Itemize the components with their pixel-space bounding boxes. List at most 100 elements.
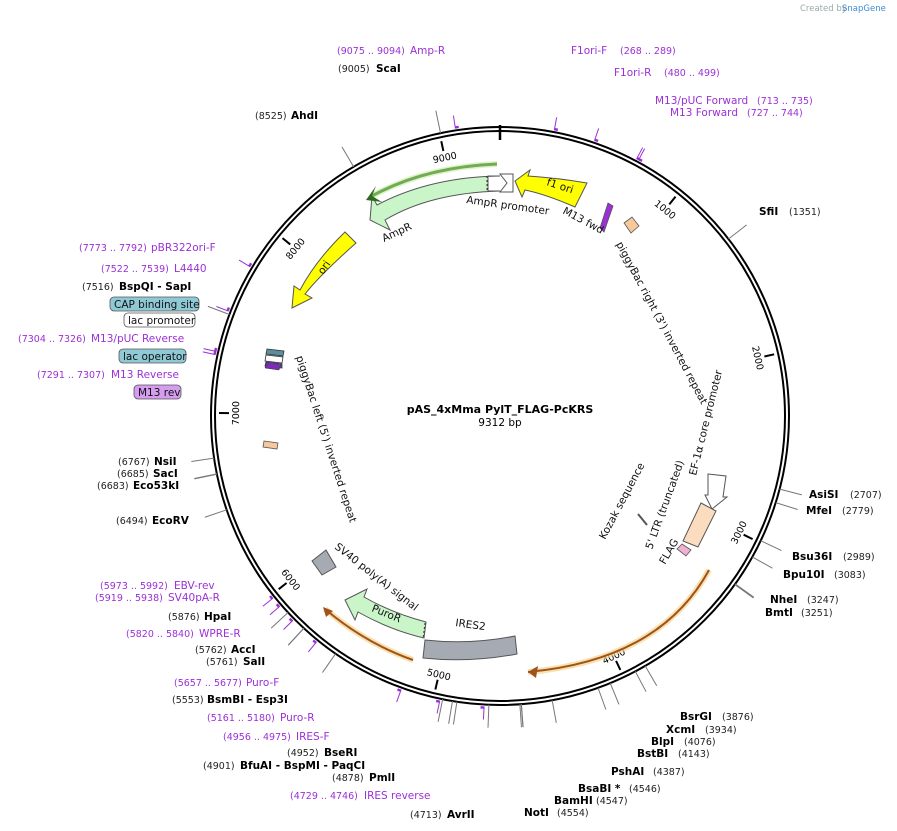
- svg-text:lac operator: lac operator: [123, 351, 187, 363]
- primer-m13-puc-forward[interactable]: M13/pUC Forward(713 .. 735): [655, 95, 813, 107]
- feature-ampr-promoter[interactable]: [498, 173, 514, 193]
- site-avrii[interactable]: (4713)AvrII: [410, 809, 475, 821]
- feature-ef1a-core-promoter[interactable]: [704, 473, 729, 510]
- feature-5ltr-truncated[interactable]: [682, 502, 717, 548]
- site-sali[interactable]: (5761)SalI: [206, 656, 265, 668]
- feature-ires2[interactable]: [422, 635, 518, 661]
- site-bsmbi[interactable]: (5553)BsmBI - Esp3I: [172, 694, 288, 706]
- primer-ires-reverse[interactable]: (4729 .. 4746)IRES reverse: [290, 790, 431, 802]
- primer-mark: [435, 699, 440, 703]
- site-bsu36i[interactable]: Bsu36I(2989): [792, 551, 875, 563]
- site-ahdi[interactable]: (8525)AhdI: [255, 110, 318, 122]
- feature-kozak[interactable]: [637, 513, 648, 526]
- svg-text:IRES-F: IRES-F: [296, 731, 330, 743]
- puror-orf-arrowhead: [323, 607, 333, 617]
- svg-text:BamHI: BamHI: [554, 795, 593, 807]
- label-m13-fwd: M13 fwd: [561, 205, 606, 237]
- site-blpi[interactable]: BlpI(4076): [651, 736, 716, 748]
- primer-ebv-rev[interactable]: (5973 .. 5992)EBV-rev: [100, 580, 215, 592]
- svg-text:(9005): (9005): [338, 64, 370, 75]
- primer-amp-r[interactable]: (9075 .. 9094)Amp-R: [337, 45, 445, 57]
- primer-puro-r[interactable]: (5161 .. 5180)Puro-R: [207, 712, 315, 724]
- primer-mark: [226, 307, 231, 312]
- site-leader: [734, 583, 755, 598]
- site-bseri[interactable]: (4952)BseRI: [287, 747, 357, 759]
- site-leader: [551, 700, 557, 723]
- feature-ampr[interactable]: [369, 175, 501, 232]
- feature-flag[interactable]: [676, 543, 692, 557]
- site-saci[interactable]: (6685)SacI: [117, 468, 178, 480]
- primer-ires-f[interactable]: (4956 .. 4975)IRES-F: [223, 731, 330, 743]
- svg-text:(6767): (6767): [118, 457, 150, 468]
- site-bspqi[interactable]: (7516)BspQI - SapI: [82, 281, 191, 293]
- box-lac-promoter[interactable]: lac promoter: [123, 312, 196, 328]
- site-xcmi[interactable]: XcmI(3934): [666, 724, 737, 736]
- feature-piggybac-right[interactable]: [623, 216, 640, 234]
- feature-piggybac-left[interactable]: [262, 440, 279, 450]
- primer-l4440[interactable]: (7522 .. 7539)L4440: [101, 263, 207, 275]
- site-bfuai[interactable]: (4901)BfuAI - BspMI - PaqCI: [203, 760, 365, 772]
- svg-text:(4729 .. 4746): (4729 .. 4746): [290, 791, 358, 802]
- site-ecorv[interactable]: (6494)EcoRV: [116, 515, 190, 527]
- site-noti[interactable]: NotI(4554): [524, 807, 589, 819]
- svg-text:AsiSI: AsiSI: [809, 489, 838, 501]
- primer-f1ori-f[interactable]: F1ori-F(268 .. 289): [571, 45, 676, 57]
- svg-text:(7522 .. 7539): (7522 .. 7539): [101, 264, 169, 275]
- primer-m13-forward[interactable]: M13 Forward(727 .. 744): [670, 107, 803, 119]
- svg-text:(727 .. 744): (727 .. 744): [747, 108, 803, 119]
- box-lac-operator[interactable]: lac operator: [118, 348, 187, 364]
- site-pshai[interactable]: PshAI(4387): [611, 766, 685, 778]
- site-scai[interactable]: (9005)ScaI: [338, 63, 401, 75]
- feature-m13-rev[interactable]: [264, 361, 282, 371]
- feature-ori[interactable]: [291, 231, 357, 309]
- puror-orf-arc: [324, 608, 414, 661]
- site-eco53ki[interactable]: (6683)Eco53kI: [97, 480, 179, 492]
- feature-m13-fwd[interactable]: [599, 202, 614, 233]
- svg-text:BstBI: BstBI: [637, 748, 668, 760]
- site-sfii[interactable]: SfiI(1351): [759, 206, 821, 218]
- feature-sv40-polya[interactable]: [311, 549, 337, 576]
- ampr-orf-glow: [370, 161, 498, 199]
- tick-label: 2000: [749, 345, 765, 371]
- feature-lac-promoter[interactable]: [264, 354, 284, 364]
- primer-f1ori-r[interactable]: F1ori-R(480 .. 499): [614, 67, 720, 79]
- site-leader: [752, 556, 773, 569]
- feature-puror[interactable]: [344, 587, 427, 639]
- tick-mark: [281, 237, 291, 246]
- svg-text:(2779): (2779): [842, 506, 874, 517]
- site-acci[interactable]: (5762)AccI: [195, 644, 255, 656]
- site-pmli[interactable]: (4878)PmlI: [332, 772, 395, 784]
- site-bstbi[interactable]: BstBI(4143): [637, 748, 710, 760]
- site-bsrgi[interactable]: BsrGI(3876): [680, 711, 754, 723]
- svg-text:(7516): (7516): [82, 282, 114, 293]
- primer-m13-reverse[interactable]: (7291 .. 7307)M13 Reverse: [37, 369, 179, 381]
- primer-leader: [283, 620, 294, 630]
- box-cap-binding-site[interactable]: CAP binding site: [109, 296, 200, 312]
- primer-sv40pa-r[interactable]: (5919 .. 5938)SV40pA-R: [95, 592, 220, 604]
- site-hpai[interactable]: (5876)HpaI: [168, 611, 231, 623]
- primer-m13-puc-reverse[interactable]: (7304 .. 7326)M13/pUC Reverse: [18, 333, 184, 345]
- primer-leader: [307, 641, 317, 653]
- site-nsii[interactable]: (6767)NsiI: [118, 456, 177, 468]
- svg-text:EBV-rev: EBV-rev: [174, 580, 215, 592]
- primer-pbr322ori-f[interactable]: (7773 .. 7792)pBR322ori-F: [79, 242, 216, 254]
- feature-f1-ori[interactable]: [514, 168, 588, 208]
- tick-label: 1000: [652, 198, 678, 222]
- primer-mark: [275, 603, 280, 608]
- svg-text:(9075 .. 9094): (9075 .. 9094): [337, 46, 405, 57]
- site-leader: [519, 704, 522, 728]
- site-bamhi[interactable]: BamHI(4547): [554, 795, 628, 807]
- feature-cap-binding-site[interactable]: [265, 348, 285, 357]
- primer-wpre-r[interactable]: (5820 .. 5840)WPRE-R: [126, 628, 241, 640]
- site-asisi[interactable]: AsiSI(2707): [809, 489, 882, 501]
- site-bmti[interactable]: BmtI(3251): [765, 607, 833, 619]
- site-bpu10i[interactable]: Bpu10I(3083): [783, 569, 866, 581]
- site-mfei[interactable]: MfeI(2779): [806, 505, 874, 517]
- box-m13-rev[interactable]: M13 rev: [133, 384, 182, 400]
- site-leader: [644, 665, 658, 687]
- site-nhei[interactable]: NheI(3247): [770, 594, 839, 606]
- primer-puro-f[interactable]: (5657 .. 5677)Puro-F: [174, 677, 279, 689]
- site-bsabi[interactable]: BsaBI *(4546): [578, 783, 661, 795]
- svg-text:(7304 .. 7326): (7304 .. 7326): [18, 334, 86, 345]
- svg-text:NheI: NheI: [770, 594, 797, 606]
